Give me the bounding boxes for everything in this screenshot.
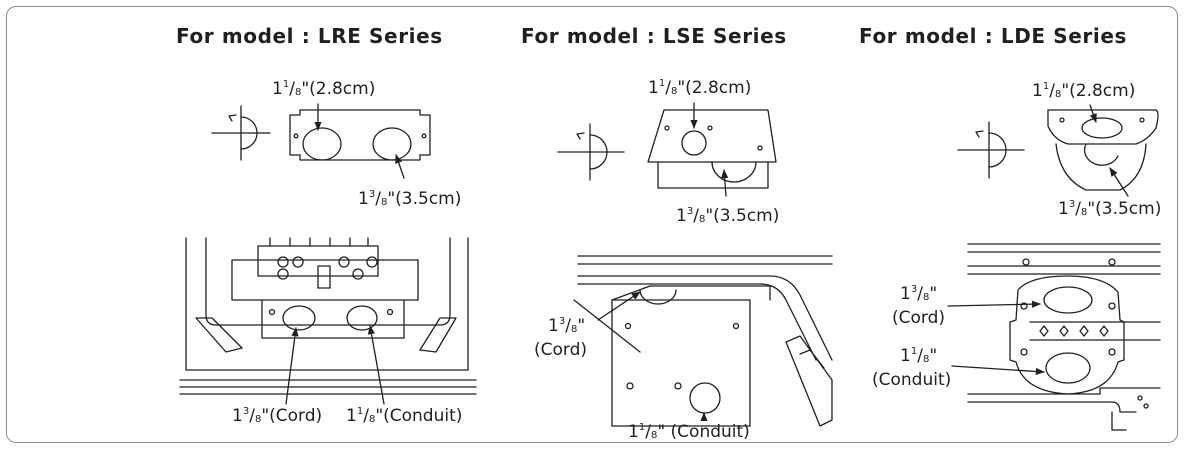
lse-cord-label: 13/8" bbox=[548, 316, 586, 336]
lre-conduit-label: 11/8"(Conduit) bbox=[346, 406, 463, 426]
lde-conduit-sub-label: (Conduit) bbox=[872, 370, 952, 390]
lde-mounting-bracket bbox=[1048, 105, 1158, 196]
heading-lde-series: For model : LDE Series bbox=[859, 24, 1127, 48]
heading-lse-series: For model : LSE Series bbox=[521, 24, 787, 48]
rotation-symbol-lse bbox=[558, 124, 624, 180]
lre-mounting-plate bbox=[290, 104, 430, 178]
heading-lre-series: For model : LRE Series bbox=[176, 24, 443, 48]
lse-large-hole-label: 13/8"(3.5cm) bbox=[676, 206, 780, 226]
lse-mounting-bracket bbox=[648, 103, 776, 196]
lde-cord-sub-label: (Cord) bbox=[892, 308, 946, 328]
lde-small-hole-label: 11/8"(2.8cm) bbox=[1032, 81, 1136, 101]
lse-cord-sub-label: (Cord) bbox=[534, 340, 588, 360]
lre-tv-back-view bbox=[180, 238, 476, 404]
lre-cord-label: 13/8"(Cord) bbox=[232, 406, 323, 426]
lse-small-hole-label: 11/8"(2.8cm) bbox=[648, 78, 752, 98]
rotation-symbol-lde bbox=[958, 122, 1024, 178]
lde-tv-back-view bbox=[948, 244, 1160, 430]
lre-small-hole-label: 11/8"(2.8cm) bbox=[272, 79, 376, 99]
lse-conduit-label: 11/8" (Conduit) bbox=[628, 422, 750, 442]
panel-frame bbox=[6, 6, 1178, 443]
lde-cord-label: 13/8" bbox=[900, 284, 938, 304]
rotation-symbol-lre bbox=[212, 106, 270, 160]
lse-tv-back-view bbox=[574, 256, 832, 426]
lde-conduit-label: 11/8" bbox=[900, 346, 938, 366]
lre-large-hole-label: 13/8"(3.5cm) bbox=[358, 189, 462, 209]
lde-large-hole-label: 13/8"(3.5cm) bbox=[1058, 199, 1162, 219]
